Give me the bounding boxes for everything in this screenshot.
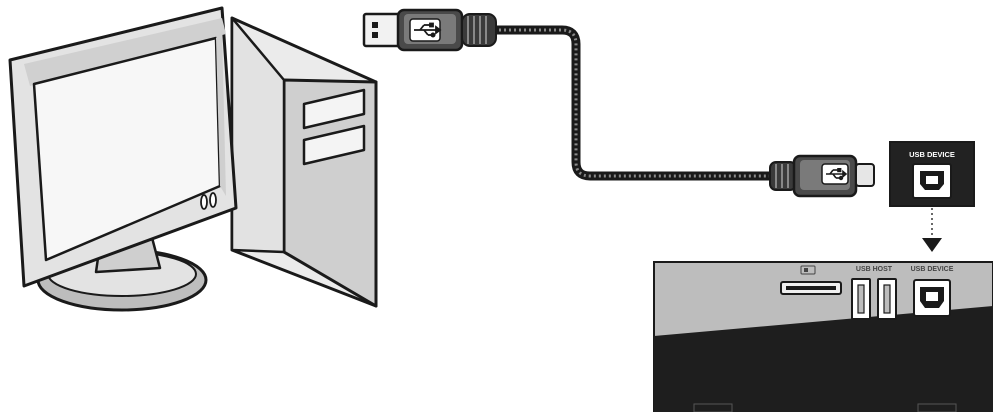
drive-bay-top	[302, 88, 366, 130]
usb-icon	[414, 22, 442, 38]
usb-icon	[826, 168, 848, 181]
usb-b-plug	[769, 154, 875, 198]
usb-host-port-2	[877, 278, 897, 320]
computer-tower	[230, 16, 378, 308]
sd-card-icon	[800, 265, 816, 275]
device-rear-panel: USB HOST USB DEVICE	[653, 261, 993, 412]
usb-device-callout: USB DEVICE	[889, 141, 975, 207]
desktop-computer	[8, 6, 378, 312]
usb-device-label: USB DEVICE	[911, 266, 954, 273]
drive-bay-bottom	[302, 124, 366, 166]
usb-host-port-1	[851, 278, 871, 320]
usb-a-plug	[362, 8, 497, 52]
usb-device-port	[913, 279, 951, 317]
usb-host-label: USB HOST	[856, 266, 893, 273]
usb-cable	[489, 25, 781, 181]
power-button-icon	[200, 194, 208, 210]
callout-port-label: USB DEVICE	[909, 150, 955, 159]
callout-pointer-arrow	[922, 208, 942, 252]
monitor	[8, 6, 238, 288]
menu-button-icon	[209, 192, 217, 208]
